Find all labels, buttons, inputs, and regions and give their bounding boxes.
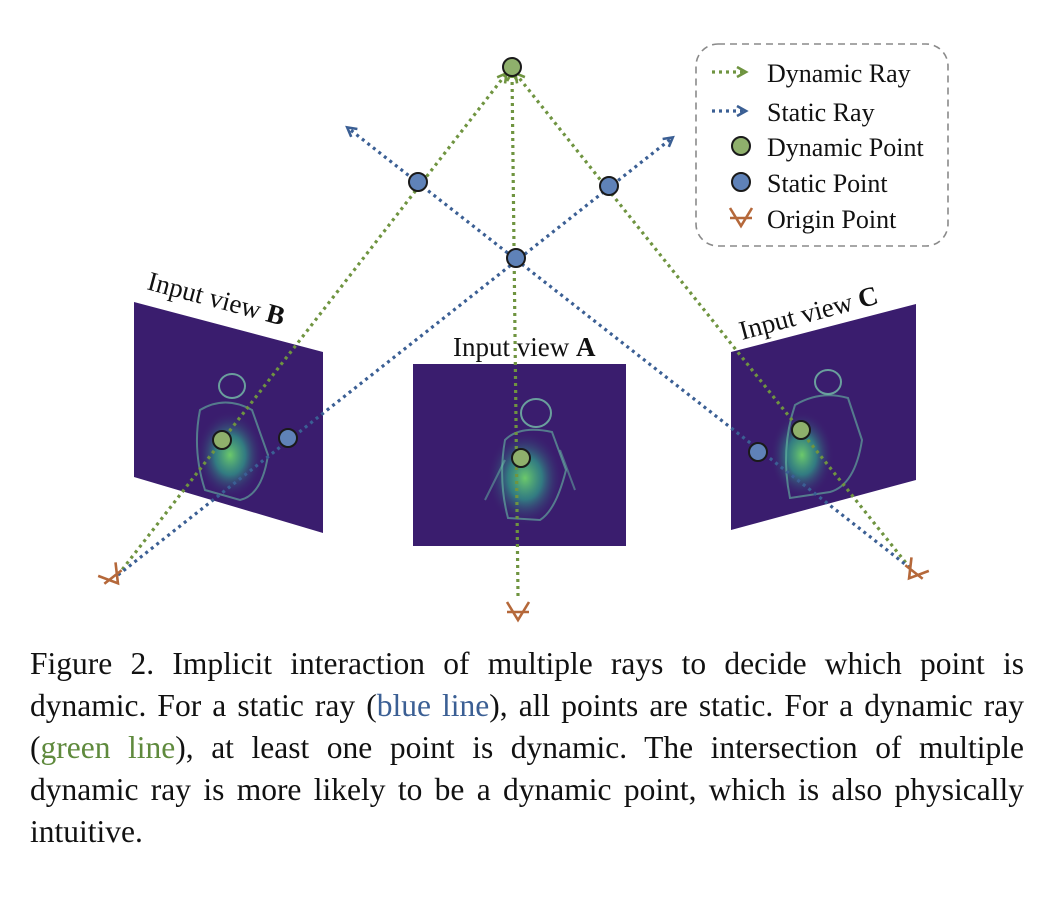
caption-blue-line: blue line bbox=[376, 688, 490, 723]
caption-text-2: ), all points are static. For a dynamic … bbox=[30, 688, 1025, 765]
input-view-b-image bbox=[134, 302, 323, 533]
legend-item-dynamic-point: Dynamic Point bbox=[731, 133, 924, 162]
legend-item-origin-point: Origin Point bbox=[728, 205, 897, 234]
static-point-legend-icon bbox=[731, 172, 751, 192]
rays bbox=[116, 73, 912, 597]
figure-caption: Figure 2. Implicit interaction of multip… bbox=[30, 643, 1024, 853]
legend: Dynamic Ray Static Ray Dynamic Point Sta… bbox=[695, 43, 949, 247]
static-ray-b bbox=[117, 138, 672, 577]
input-view-a-image bbox=[413, 364, 626, 546]
dynamic-ray-a bbox=[512, 73, 520, 597]
dynamic-point-icon bbox=[212, 57, 811, 468]
svg-text:Static Point: Static Point bbox=[767, 169, 888, 198]
svg-text:Origin Point: Origin Point bbox=[767, 205, 897, 234]
dynamic-point-legend-icon bbox=[731, 136, 751, 156]
origin-point-icon bbox=[97, 557, 930, 623]
caption-text-3: ), at least one point is dynamic. The in… bbox=[30, 730, 1024, 849]
svg-text:Static Ray: Static Ray bbox=[767, 98, 875, 127]
static-point-icon bbox=[278, 172, 768, 462]
svg-text:Dynamic Ray: Dynamic Ray bbox=[767, 59, 911, 88]
dynamic-ray-c bbox=[516, 74, 912, 569]
caption-text-1: Figure 2. Implicit interaction of multip… bbox=[30, 646, 1024, 723]
origin-point-legend-icon bbox=[728, 207, 754, 229]
input-view-c-image bbox=[731, 304, 916, 530]
caption-green-line: green line bbox=[40, 730, 176, 765]
dynamic-ray-b bbox=[116, 74, 506, 576]
legend-item-dynamic-ray: Dynamic Ray bbox=[712, 59, 911, 88]
input-view-a-label: Input view A bbox=[453, 332, 596, 362]
legend-item-static-ray: Static Ray bbox=[712, 98, 875, 127]
figure-diagram: Input view A Input view B Input view C D… bbox=[97, 43, 949, 623]
svg-text:Dynamic Point: Dynamic Point bbox=[767, 133, 924, 162]
legend-item-static-point: Static Point bbox=[731, 169, 888, 198]
